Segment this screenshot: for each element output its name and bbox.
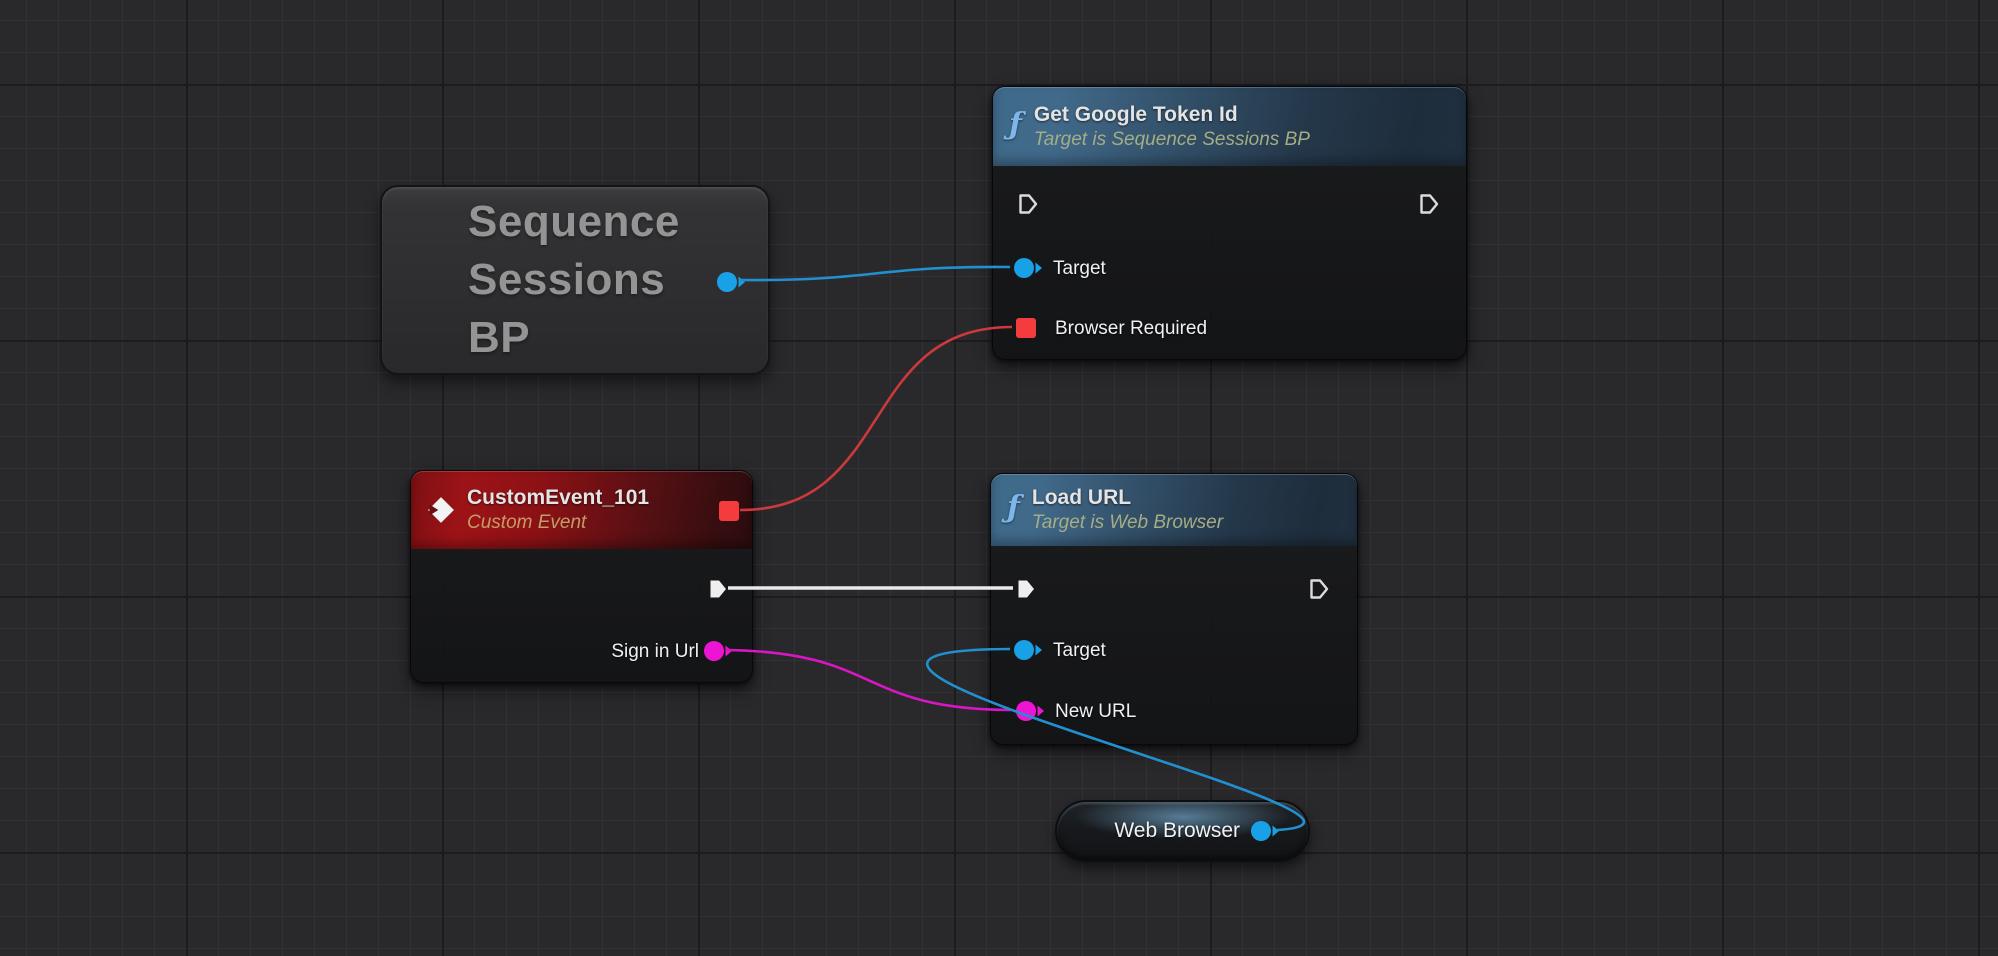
exec-output-pin[interactable] <box>1418 192 1440 216</box>
node-web-browser[interactable]: Web Browser <box>1055 800 1310 862</box>
exec-output-pin[interactable] <box>1308 577 1330 601</box>
delegate-output-pin[interactable] <box>718 500 740 522</box>
node-header: ƒ Load URL Target is Web Browser <box>991 474 1357 546</box>
variable-name-line: BP <box>468 313 531 362</box>
node-title: Get Google Token Id <box>1033 102 1238 126</box>
wire-object-sequence-to-target[interactable] <box>739 265 1011 282</box>
variable-name-line: Sessions <box>468 255 666 304</box>
target-input-pin[interactable] <box>1013 256 1043 280</box>
variable-name: Sequence Sessions BP <box>468 193 680 367</box>
function-icon: ƒ <box>1009 106 1022 142</box>
exec-input-pin[interactable] <box>1017 192 1039 216</box>
pin-label-target: Target <box>1053 640 1106 661</box>
variable-name-line: Sequence <box>468 197 680 246</box>
pin-label-browser-required: Browser Required <box>1055 318 1208 339</box>
browser-required-delegate-pin[interactable] <box>1015 317 1037 339</box>
custom-event-icon <box>428 497 454 523</box>
node-header: ƒ Get Google Token Id Target is Sequence… <box>993 87 1466 166</box>
function-icon: ƒ <box>1007 490 1020 525</box>
exec-input-pin[interactable] <box>1015 577 1037 601</box>
wire-delegate-event-to-browser-required[interactable] <box>739 325 1013 512</box>
variable-name: Web Browser <box>1114 819 1240 842</box>
object-output-pin[interactable] <box>716 270 746 294</box>
wire-string-signinurl-to-newurl[interactable] <box>725 648 1012 712</box>
node-subtitle: Target is Web Browser <box>1031 512 1224 534</box>
target-input-pin[interactable] <box>1013 638 1043 662</box>
object-output-pin[interactable] <box>1250 819 1280 843</box>
exec-output-pin[interactable] <box>707 577 729 601</box>
pin-label-target: Target <box>1053 258 1106 279</box>
node-title: CustomEvent_101 <box>467 486 650 509</box>
node-sequence-sessions-bp[interactable]: Sequence Sessions BP <box>380 185 770 375</box>
node-get-google-token-id[interactable]: ƒ Get Google Token Id Target is Sequence… <box>992 86 1467 360</box>
node-load-url[interactable]: ƒ Load URL Target is Web Browser Target … <box>990 473 1358 745</box>
pin-label-new-url: New URL <box>1055 701 1137 722</box>
node-custom-event-101[interactable]: CustomEvent_101 Custom Event Sign in Url <box>410 470 753 683</box>
node-header: CustomEvent_101 Custom Event <box>411 471 752 549</box>
node-title: Load URL <box>1031 486 1132 509</box>
node-subtitle: Custom Event <box>467 512 587 534</box>
node-subtitle: Target is Sequence Sessions BP <box>1033 128 1310 150</box>
pin-label-sign-in-url: Sign in Url <box>611 641 699 662</box>
wire-object-webbrowser-to-target[interactable] <box>926 647 1306 832</box>
